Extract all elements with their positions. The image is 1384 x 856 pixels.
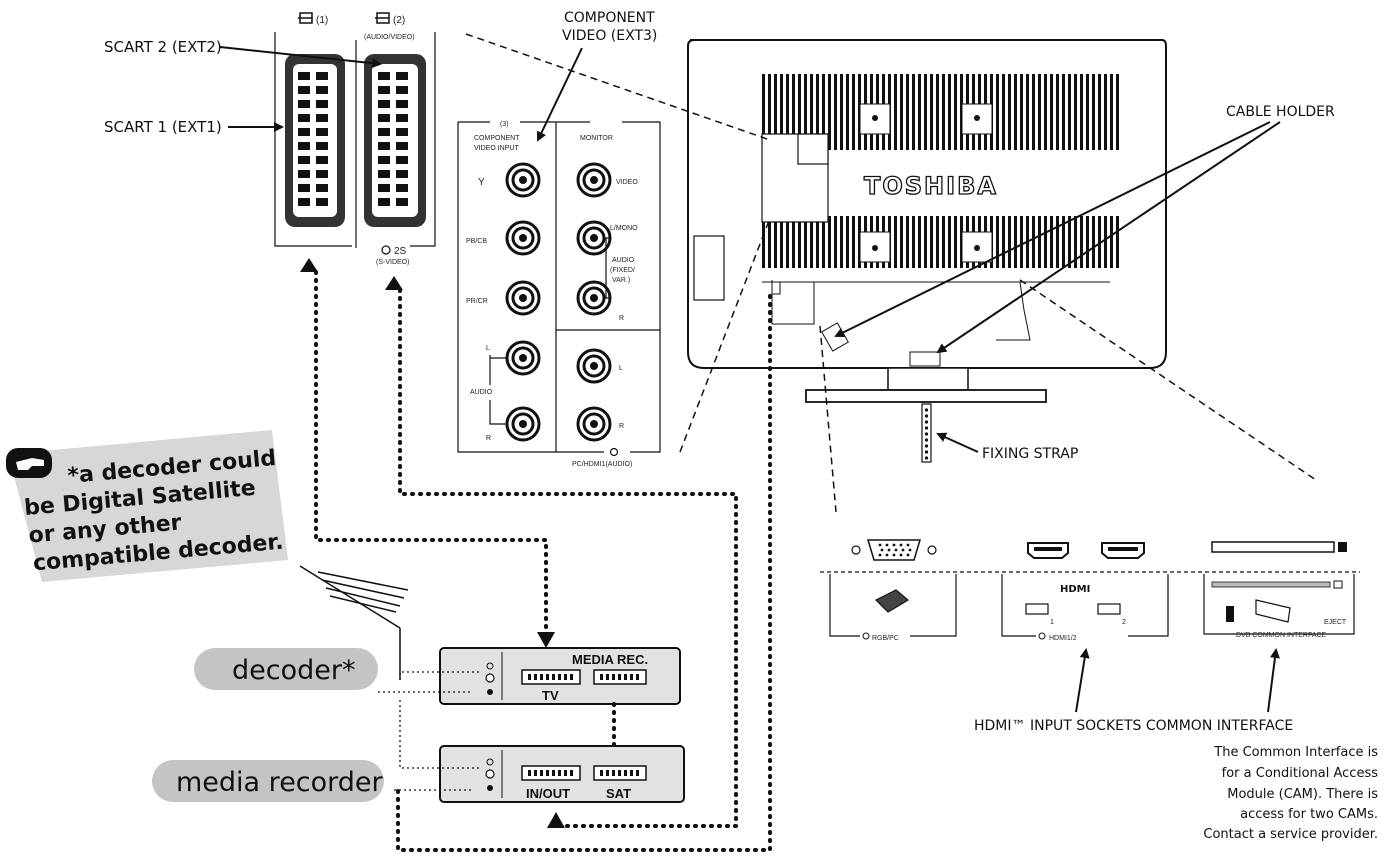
hdmi-1-label: 1 [1050,619,1054,626]
decoder-label: decoder* [232,655,355,686]
scart-2-icon-label: (2) [393,15,405,26]
component-input-label-2: VIDEO INPUT [474,145,519,152]
jack-lmono-label: L/MONO [610,225,638,232]
projection-lines [465,33,1317,513]
decoder-pill: decoder* [194,648,378,690]
component-arrow [536,47,583,142]
ci-note-line-1: The Common Interface is [1213,745,1378,760]
cable-holder-label: CABLE HOLDER [1226,104,1335,120]
scart-panel: (1) (2) (AUDIO/VIDEO) 2S (S-VIDEO) [274,12,436,266]
hdmi-2-label: 2 [1122,619,1126,626]
rca-lmono-out-jack [576,220,612,256]
vent-middle [760,216,1120,268]
jack-r-out-label: R [619,315,624,322]
jack-y-label: Y [478,177,485,188]
jack-audio-r-label: R [486,435,491,442]
hdmi-sockets-label: HDMI1/2 [1049,635,1077,642]
scart-1-label: SCART 1 (EXT1) [104,118,222,136]
rca-video-out-jack [576,162,612,198]
cable [314,270,548,634]
jack-r-monitor-label: R [619,423,624,430]
tv-back: TOSHIBA [687,39,1167,463]
hdmi-panel: HDMI 1 2 HDMI1/2 [1001,542,1169,642]
media-recorder-device: IN/OUT SAT [439,745,685,803]
dvb-ci-label: DVB COMMON INTERFACE [1236,632,1327,639]
rca-y-jack [505,162,541,198]
rca-l-monitor-jack [576,348,612,384]
rgb-pc-label: RGB/PC [872,635,899,642]
ci-note-line-4: access for two CAMs. [1240,807,1378,822]
jack-pb-label: PB/CB [466,238,487,245]
rgb-pc-panel: RGB/PC [829,539,957,642]
scart-2-label: SCART 2 (EXT2) [104,38,222,56]
rca-r-monitor-jack [576,406,612,442]
brand-logo: TOSHIBA [864,172,998,200]
rca-pr-jack [505,280,541,316]
fixing-strap-label: FIXING STRAP [982,446,1078,462]
media-rec-label: MEDIA REC. [572,652,648,667]
jack-video-label: VIDEO [616,179,638,186]
audio-fixed-label-1: AUDIO [612,257,635,264]
aerial-cables [378,671,480,791]
scart-1-icon [298,12,313,24]
ci-caption-arrow [1267,648,1280,713]
eject-label: EJECT [1324,619,1347,626]
component-input-label-1: COMPONENT [474,135,520,142]
svideo-label: 2S [394,246,407,257]
decoder-note: *a decoder could be Digital Satellite or… [6,430,288,582]
ci-note-line-3: Module (CAM). There is [1227,787,1378,802]
svideo-sublabel: (S-VIDEO) [376,259,409,266]
audio-fixed-label-2: (FIXED/ [610,267,635,274]
rca-audio-l-jack [505,340,541,376]
ci-note-line-5: Contact a service provider. [1203,827,1378,842]
vga-socket [866,539,922,561]
monitor-label: MONITOR [580,135,613,142]
ci-note: The Common Interface is for a Conditiona… [1203,745,1378,842]
tv-label: TV [542,688,559,703]
component-label-line2: VIDEO (EXT3) [562,28,657,44]
rca-r-out-jack [576,280,612,316]
audio-label: AUDIO [470,389,493,396]
jack-pr-label: PR/CR [466,298,488,305]
ci-note-line-2: for a Conditional Access [1222,766,1379,781]
cable-holder-arrow-2 [936,121,1281,354]
ci-slot [1211,541,1335,553]
scart-2-sublabel: (AUDIO/VIDEO) [364,34,415,41]
common-interface-panel: EJECT DVB COMMON INTERFACE [1203,541,1355,639]
media-recorder-pill: media recorder [152,760,384,802]
rca-pb-jack [505,220,541,256]
hdmi-ci-caption: HDMI™ INPUT SOCKETS COMMON INTERFACE [974,718,1293,734]
pc-hdmi-audio-label: PC/HDMI1(AUDIO) [572,461,632,468]
component-panel: (3) COMPONENT VIDEO INPUT MONITOR Y PB/C… [457,121,661,468]
pointing-hand-icon [6,448,52,478]
cable-arrowheads [300,258,565,828]
component-input-icon-label: (3) [500,121,509,128]
audio-fixed-label-3: VAR.) [612,277,630,284]
scart-2-icon [375,12,390,24]
scart-2-socket [364,54,426,227]
connection-cables [314,270,772,852]
cable [398,288,738,828]
jack-audio-l-label: L [486,345,490,352]
tv-stand [805,389,1047,403]
cable-holder-2 [909,351,941,367]
hdmi-caption-arrow [1075,648,1090,713]
svideo-icon [381,245,391,255]
aerial-icon [299,565,409,680]
component-label-line1: COMPONENT [564,10,655,26]
hdmi-logo: HDMI [1060,584,1090,595]
scart-1-socket [285,54,345,227]
sat-label: SAT [606,786,631,801]
scart-1-icon-label: (1) [316,15,328,26]
cable-holder-arrow-1 [834,121,1271,337]
side-connector-panels: RGB/PC HDMI 1 2 HDMI1/2 EJECT [820,539,1360,642]
jack-l-monitor-label: L [619,365,623,372]
media-recorder-label: media recorder [176,767,384,798]
scart-2-arrow [219,46,382,69]
rca-audio-r-jack [505,406,541,442]
decoder-device: MEDIA REC. TV [439,647,681,705]
fixing-strap-arrow [936,432,979,453]
in-out-label: IN/OUT [526,786,570,801]
